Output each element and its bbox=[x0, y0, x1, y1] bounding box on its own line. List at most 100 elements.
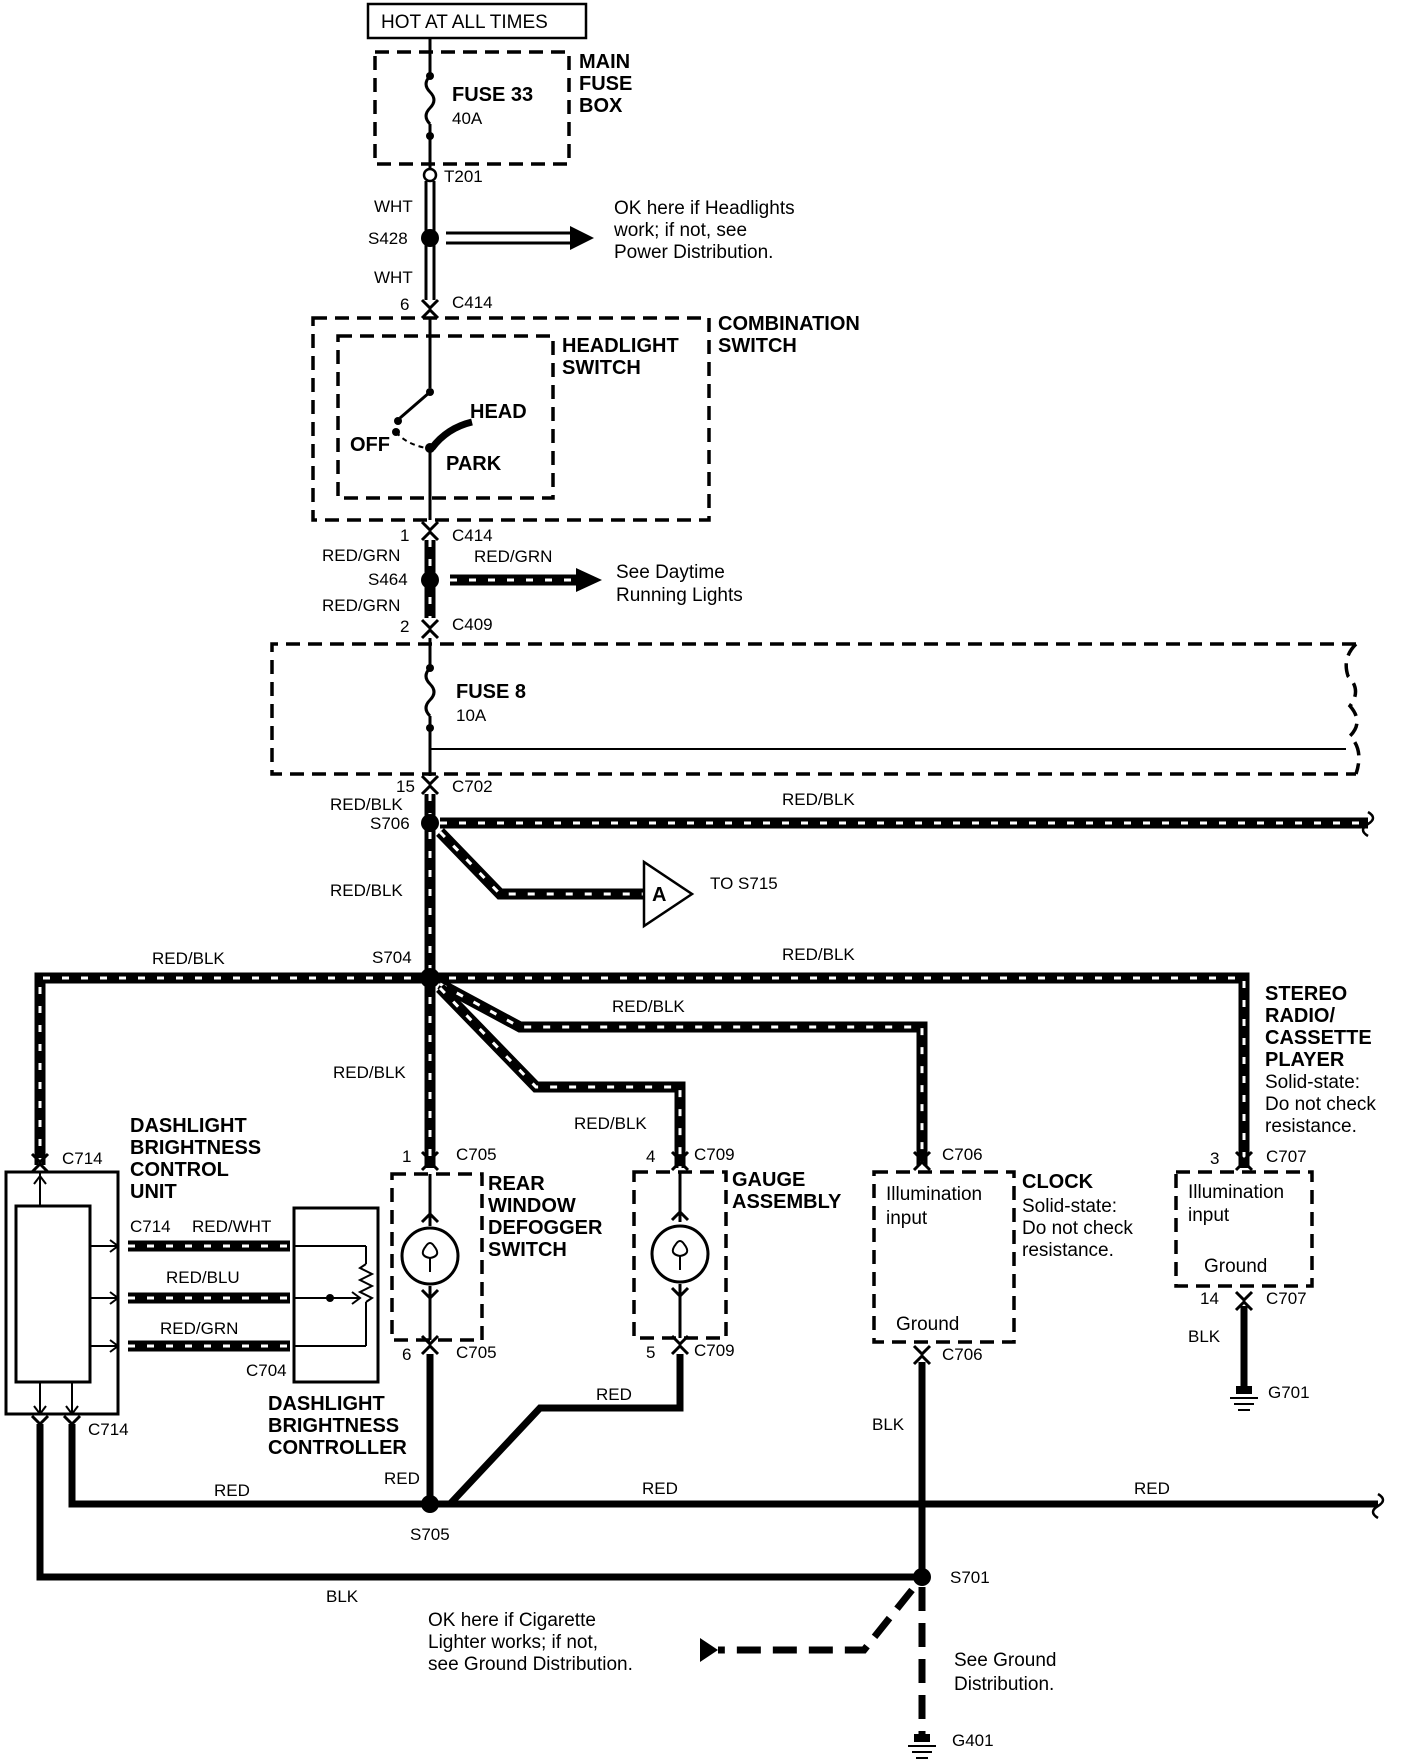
dashlight-brightness-control-unit: DASHLIGHT BRIGHTNESS CONTROL UNIT C714 C… bbox=[4, 1115, 261, 1439]
svg-text:RED/BLK: RED/BLK bbox=[782, 790, 855, 809]
svg-text:resistance.: resistance. bbox=[1265, 1116, 1357, 1137]
svg-text:G401: G401 bbox=[952, 1731, 994, 1750]
svg-text:MAIN: MAIN bbox=[579, 51, 630, 73]
svg-text:CASSETTE: CASSETTE bbox=[1265, 1027, 1372, 1049]
svg-text:input: input bbox=[1188, 1205, 1230, 1226]
svg-text:REAR: REAR bbox=[488, 1173, 545, 1195]
svg-text:BOX: BOX bbox=[579, 95, 623, 117]
svg-text:S705: S705 bbox=[410, 1525, 450, 1544]
svg-text:see Ground Distribution.: see Ground Distribution. bbox=[428, 1654, 633, 1675]
dimmer-harness: C714 RED/WHT RED/BLU RED/GRN C704 bbox=[128, 1217, 290, 1380]
svg-text:Illumination: Illumination bbox=[1188, 1182, 1284, 1203]
svg-text:work; if not, see: work; if not, see bbox=[613, 220, 747, 241]
svg-text:SWITCH: SWITCH bbox=[562, 357, 641, 379]
red-bus-s705: S705 RED RED RED bbox=[68, 1424, 1385, 1544]
svg-text:BLK: BLK bbox=[872, 1415, 905, 1434]
svg-text:Illumination: Illumination bbox=[886, 1184, 982, 1205]
svg-text:DASHLIGHT: DASHLIGHT bbox=[268, 1393, 385, 1415]
svg-text:S706: S706 bbox=[370, 814, 410, 833]
svg-text:C714: C714 bbox=[88, 1420, 129, 1439]
fuse-33-rating: 40A bbox=[452, 109, 483, 128]
svg-text:C705: C705 bbox=[456, 1343, 497, 1362]
splice-s464: S464 RED/GRN See Daytime Running Lights bbox=[368, 547, 743, 606]
svg-text:6: 6 bbox=[402, 1345, 411, 1364]
svg-text:Lighter works; if not,: Lighter works; if not, bbox=[428, 1632, 598, 1653]
svg-text:RED/BLK: RED/BLK bbox=[782, 945, 855, 964]
svg-text:input: input bbox=[886, 1208, 928, 1229]
svg-text:WHT: WHT bbox=[374, 268, 413, 287]
splice-s704: S704 RED/BLK RED/BLK RED/BLK RED/BLK RED… bbox=[34, 945, 1250, 1168]
svg-text:RED/BLK: RED/BLK bbox=[612, 997, 685, 1016]
svg-text:RED/WHT: RED/WHT bbox=[192, 1217, 271, 1236]
svg-text:14: 14 bbox=[1200, 1289, 1219, 1308]
gauge-assembly: 4 C709 GAUGE ASSEMBLY 5 C709 RED bbox=[447, 1145, 842, 1507]
svg-text:Do not check: Do not check bbox=[1265, 1094, 1376, 1115]
svg-text:5: 5 bbox=[646, 1343, 655, 1362]
svg-text:15: 15 bbox=[396, 777, 415, 796]
svg-text:PARK: PARK bbox=[446, 453, 502, 475]
svg-text:CONTROL: CONTROL bbox=[130, 1159, 229, 1181]
svg-text:C705: C705 bbox=[456, 1145, 497, 1164]
svg-text:Running Lights: Running Lights bbox=[616, 585, 743, 606]
svg-text:Distribution.: Distribution. bbox=[954, 1674, 1054, 1695]
svg-text:See Ground: See Ground bbox=[954, 1650, 1056, 1671]
svg-text:resistance.: resistance. bbox=[1022, 1240, 1114, 1261]
svg-text:DEFOGGER: DEFOGGER bbox=[488, 1217, 603, 1239]
svg-text:Ground: Ground bbox=[896, 1314, 959, 1335]
svg-text:2: 2 bbox=[400, 617, 409, 636]
blk-ground-bus: BLK S701 OK here if Cigarette Lighter wo… bbox=[36, 1424, 1056, 1759]
svg-text:RED/GRN: RED/GRN bbox=[322, 546, 400, 565]
main-fuse-box: FUSE 33 40A MAIN FUSE BOX bbox=[373, 38, 632, 170]
hot-at-all-times-box: HOT AT ALL TIMES bbox=[366, 2, 588, 40]
svg-text:RED: RED bbox=[384, 1469, 420, 1488]
svg-text:C714: C714 bbox=[130, 1217, 171, 1236]
svg-text:RED: RED bbox=[1134, 1479, 1170, 1498]
svg-text:C709: C709 bbox=[694, 1341, 735, 1360]
svg-text:S701: S701 bbox=[950, 1568, 990, 1587]
svg-text:FUSE: FUSE bbox=[579, 73, 632, 95]
svg-text:DASHLIGHT: DASHLIGHT bbox=[130, 1115, 247, 1137]
fuse-8-block: FUSE 8 10A bbox=[270, 638, 1361, 776]
svg-text:BRIGHTNESS: BRIGHTNESS bbox=[130, 1137, 261, 1159]
svg-text:1: 1 bbox=[400, 526, 409, 545]
svg-text:RED: RED bbox=[596, 1385, 632, 1404]
svg-text:1: 1 bbox=[402, 1147, 411, 1166]
svg-text:C707: C707 bbox=[1266, 1289, 1307, 1308]
svg-text:RED/GRN: RED/GRN bbox=[160, 1319, 238, 1338]
connector-c409: 2 C409 bbox=[400, 615, 493, 640]
svg-text:RED/GRN: RED/GRN bbox=[474, 547, 552, 566]
svg-text:WINDOW: WINDOW bbox=[488, 1195, 576, 1217]
t201-terminal: T201 bbox=[422, 167, 483, 186]
svg-text:RED: RED bbox=[642, 1479, 678, 1498]
svg-text:RADIO/: RADIO/ bbox=[1265, 1005, 1335, 1027]
svg-text:RED/BLK: RED/BLK bbox=[333, 1063, 406, 1082]
svg-text:OFF: OFF bbox=[350, 434, 390, 456]
svg-text:Do not check: Do not check bbox=[1022, 1218, 1133, 1239]
svg-text:RED: RED bbox=[214, 1481, 250, 1500]
svg-text:OK here if Headlights: OK here if Headlights bbox=[614, 198, 795, 219]
svg-text:ASSEMBLY: ASSEMBLY bbox=[732, 1191, 842, 1213]
svg-text:C704: C704 bbox=[246, 1361, 287, 1380]
connector-c702: 15 C702 bbox=[396, 774, 493, 796]
svg-text:SWITCH: SWITCH bbox=[718, 335, 797, 357]
svg-text:RED/BLK: RED/BLK bbox=[574, 1114, 647, 1133]
svg-text:PLAYER: PLAYER bbox=[1265, 1049, 1345, 1071]
combination-switch: COMBINATION SWITCH bbox=[311, 313, 860, 522]
svg-text:S464: S464 bbox=[368, 570, 408, 589]
svg-text:Power Distribution.: Power Distribution. bbox=[614, 242, 773, 263]
svg-text:See Daytime: See Daytime bbox=[616, 562, 725, 583]
rear-window-defogger-switch: 1 C705 REAR WINDOW DEFOGGER SWITCH 6 C70… bbox=[384, 1145, 603, 1504]
svg-text:4: 4 bbox=[646, 1147, 655, 1166]
svg-text:T201: T201 bbox=[444, 167, 483, 186]
fuse-8-rating: 10A bbox=[456, 706, 487, 725]
svg-text:HEADLIGHT: HEADLIGHT bbox=[562, 335, 679, 357]
svg-text:C709: C709 bbox=[694, 1145, 735, 1164]
svg-text:SWITCH: SWITCH bbox=[488, 1239, 567, 1261]
svg-text:G701: G701 bbox=[1268, 1383, 1310, 1402]
svg-text:RED/BLK: RED/BLK bbox=[330, 881, 403, 900]
svg-text:CLOCK: CLOCK bbox=[1022, 1171, 1094, 1193]
svg-text:C707: C707 bbox=[1266, 1147, 1307, 1166]
svg-text:6: 6 bbox=[400, 295, 409, 314]
svg-text:Solid-state:: Solid-state: bbox=[1265, 1072, 1360, 1093]
